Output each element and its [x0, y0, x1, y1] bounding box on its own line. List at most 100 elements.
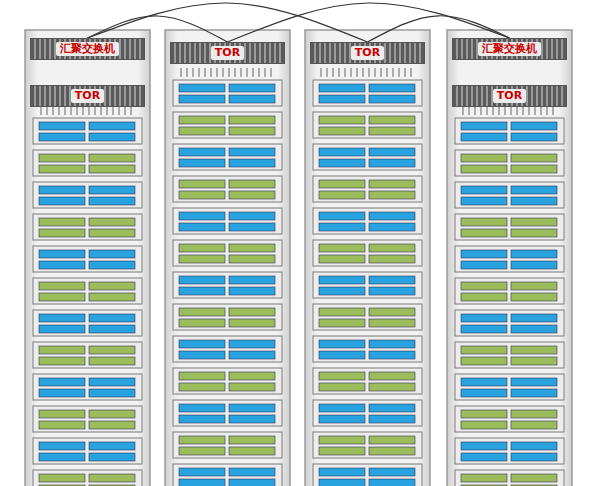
server-unit [313, 304, 422, 330]
server-unit [33, 406, 142, 432]
cable [481, 106, 482, 115]
cable [65, 106, 66, 115]
cable [113, 106, 114, 115]
server-unit [455, 118, 564, 144]
server-unit [313, 112, 422, 138]
server-rack [305, 30, 430, 486]
switch-label: TOR [71, 89, 104, 103]
switch-box: TOR [30, 85, 145, 107]
cable [381, 68, 382, 77]
server-unit [455, 374, 564, 400]
server-unit [455, 150, 564, 176]
cable [375, 68, 376, 77]
cable [205, 68, 206, 77]
cable [95, 106, 96, 115]
cable [71, 106, 72, 115]
cable [469, 106, 470, 115]
switch-label: TOR [493, 89, 526, 103]
server-unit [313, 272, 422, 298]
cable [181, 68, 182, 77]
cable [475, 106, 476, 115]
cable [247, 68, 248, 77]
switch-box: TOR [452, 85, 567, 107]
cable [357, 68, 358, 77]
server-unit [33, 182, 142, 208]
server-unit [173, 432, 282, 458]
cable [333, 68, 334, 77]
cable [535, 106, 536, 115]
server-unit [313, 80, 422, 106]
server-unit [173, 304, 282, 330]
cable [235, 68, 236, 77]
cable [47, 106, 48, 115]
server-rack [25, 30, 150, 486]
cable [119, 106, 120, 115]
cable [131, 106, 132, 115]
server-unit [313, 176, 422, 202]
server-unit [313, 400, 422, 426]
cable [41, 106, 42, 115]
cable [547, 106, 548, 115]
server-unit [33, 118, 142, 144]
server-unit [313, 368, 422, 394]
server-unit [455, 182, 564, 208]
cable [193, 68, 194, 77]
switch-box: TOR [170, 42, 285, 64]
cable [541, 106, 542, 115]
server-unit [173, 368, 282, 394]
server-unit [33, 470, 142, 486]
server-unit [455, 438, 564, 464]
server-unit [173, 464, 282, 486]
cable [265, 68, 266, 77]
switch-box: 汇聚交换机 [452, 38, 567, 60]
cable [553, 106, 554, 115]
server-unit [173, 176, 282, 202]
server-unit [313, 208, 422, 234]
server-unit [33, 438, 142, 464]
cable [487, 106, 488, 115]
switch-box: 汇聚交换机 [30, 38, 145, 60]
cable [399, 68, 400, 77]
server-unit [313, 240, 422, 266]
server-unit [173, 400, 282, 426]
server-unit [455, 310, 564, 336]
server-unit [173, 272, 282, 298]
cable [393, 68, 394, 77]
cable [241, 68, 242, 77]
cable [339, 68, 340, 77]
server-unit [455, 342, 564, 368]
cable [253, 68, 254, 77]
switch-label: TOR [211, 46, 244, 60]
cable [321, 68, 322, 77]
server-unit [455, 246, 564, 272]
server-unit [173, 144, 282, 170]
server-unit [173, 240, 282, 266]
server-unit [455, 470, 564, 486]
server-unit [455, 406, 564, 432]
cable [211, 68, 212, 77]
switch-label: 汇聚交换机 [56, 42, 119, 56]
cable [369, 68, 370, 77]
cable [217, 68, 218, 77]
server-unit [173, 112, 282, 138]
server-unit [33, 310, 142, 336]
cable [199, 68, 200, 77]
cable [351, 68, 352, 77]
server-unit [33, 278, 142, 304]
cable [511, 106, 512, 115]
server-rack [165, 30, 290, 486]
cable [223, 68, 224, 77]
cable [523, 106, 524, 115]
cable [499, 106, 500, 115]
cable [327, 68, 328, 77]
server-unit [455, 214, 564, 240]
server-unit [313, 144, 422, 170]
switch-box: TOR [310, 42, 425, 64]
cable [83, 106, 84, 115]
cable [463, 106, 464, 115]
cable [363, 68, 364, 77]
server-unit [313, 336, 422, 362]
cable [107, 106, 108, 115]
